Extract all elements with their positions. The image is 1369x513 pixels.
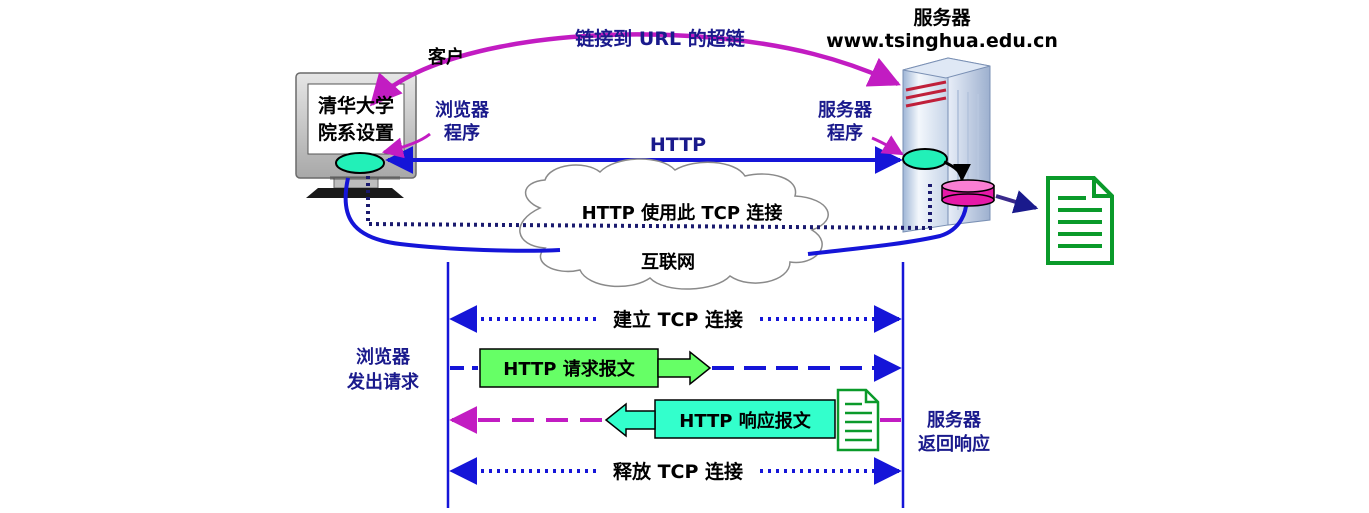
http-tcp-label: HTTP 使用此 TCP 连接 bbox=[582, 202, 783, 224]
http-label: HTTP bbox=[650, 134, 706, 156]
screen-text-line1: 清华大学 bbox=[318, 94, 394, 117]
internet-link-right bbox=[807, 195, 969, 256]
internet-link bbox=[343, 177, 561, 253]
server-response-label-line2: 返回响应 bbox=[918, 433, 990, 455]
screen-text-line2: 院系设置 bbox=[318, 121, 394, 144]
server-url: www.tsinghua.edu.cn bbox=[826, 30, 1058, 52]
browser-request-label-line2: 发出请求 bbox=[346, 371, 420, 393]
hyperlink-arrow bbox=[369, 32, 901, 107]
server-program-label-line2: 程序 bbox=[827, 122, 863, 144]
server-program-label-line1: 服务器 bbox=[818, 99, 873, 121]
browser-program-label-line1: 浏览器 bbox=[435, 99, 490, 121]
server-storage-icon bbox=[941, 179, 995, 207]
http-response-box bbox=[604, 399, 836, 439]
disk-to-doc-arrow bbox=[995, 190, 1039, 214]
http-request-box bbox=[479, 348, 712, 388]
server-internal-arrow bbox=[943, 160, 971, 182]
http-response-label: HTTP 响应报文 bbox=[679, 410, 811, 432]
server-pointer-arrow bbox=[871, 135, 904, 156]
browser-request-label-line1: 浏览器 bbox=[356, 346, 411, 368]
document-icon bbox=[1046, 176, 1114, 265]
server-response-label-line1: 服务器 bbox=[927, 409, 982, 431]
response-document-icon bbox=[836, 388, 880, 452]
internet-label: 互联网 bbox=[641, 252, 695, 273]
browser-program-label-line2: 程序 bbox=[444, 122, 480, 144]
internet-cloud-icon bbox=[519, 158, 829, 290]
browser-pointer-arrow bbox=[381, 132, 431, 159]
tcp-connection-dotted bbox=[366, 176, 932, 231]
browser-program-node bbox=[335, 152, 385, 174]
http-request-label: HTTP 请求报文 bbox=[503, 358, 635, 380]
release-tcp-label: 释放 TCP 连接 bbox=[613, 460, 743, 483]
hyperlink-label: 链接到 URL 的超链 bbox=[575, 27, 744, 50]
server-title: 服务器 bbox=[913, 6, 971, 29]
client-label: 客户 bbox=[428, 46, 464, 68]
establish-tcp-label: 建立 TCP 连接 bbox=[613, 308, 743, 331]
server-program-node bbox=[902, 148, 948, 170]
